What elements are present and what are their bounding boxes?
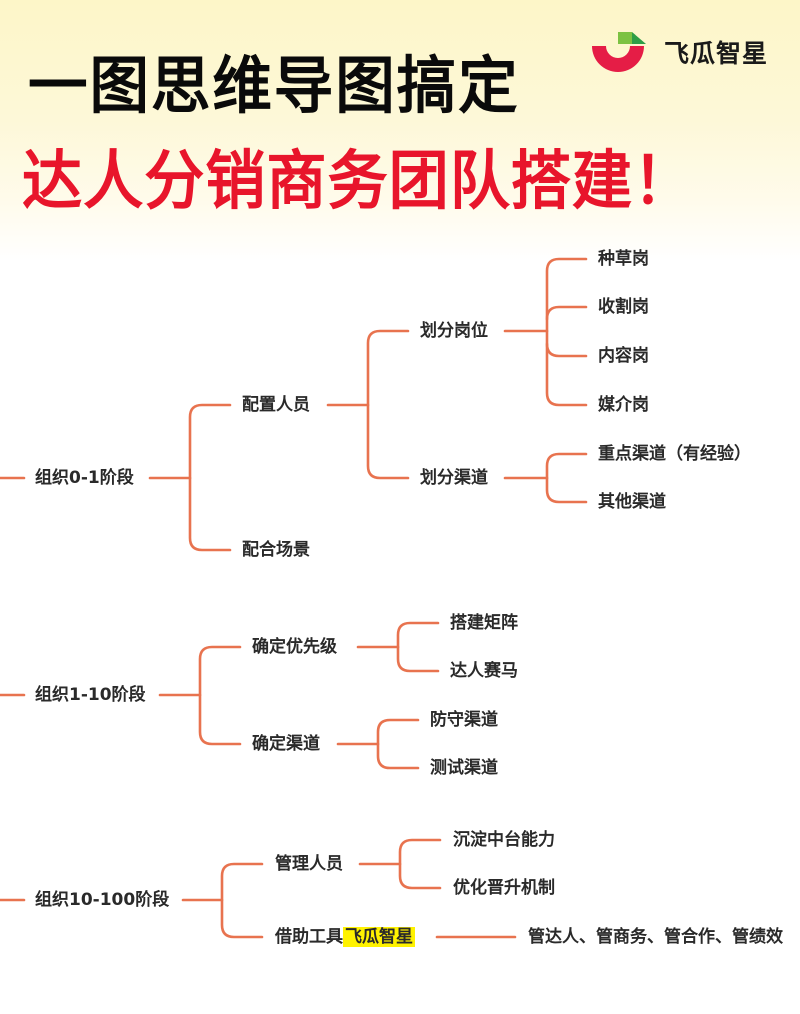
tool-node: 借助工具飞瓜智星 xyxy=(275,926,415,948)
manage-node: 管理人员 xyxy=(275,854,343,874)
logo-text: 飞瓜智星 xyxy=(664,39,769,68)
leaf-node: 媒介岗 xyxy=(598,395,649,415)
headline-subtitle: 达人分销商务团队搭建！ xyxy=(22,145,695,219)
leaf-node: 管达人、管商务、管合作、管绩效 xyxy=(528,927,783,947)
leaf-node: 内容岗 xyxy=(598,346,649,366)
tool-label-highlight: 飞瓜智星 xyxy=(343,927,415,947)
leaf-node: 沉淀中台能力 xyxy=(453,830,555,850)
brand-logo: 飞瓜智星 xyxy=(588,28,768,76)
stage3-node: 组织10-100阶段 xyxy=(35,890,170,910)
leaf-node: 测试渠道 xyxy=(430,758,498,778)
headline-title: 一图思维导图搞定 xyxy=(28,49,520,122)
leaf-node: 收割岗 xyxy=(598,297,649,317)
channels-node: 划分渠道 xyxy=(420,468,488,488)
feigua-logo-icon xyxy=(592,32,646,72)
leaf-node: 达人赛马 xyxy=(450,661,518,681)
leaf-node: 其他渠道 xyxy=(598,492,666,512)
channel-node: 确定渠道 xyxy=(252,734,320,754)
tool-label-prefix: 借助工具 xyxy=(275,927,343,947)
stage2-node: 组织1-10阶段 xyxy=(35,685,146,705)
positions-node: 划分岗位 xyxy=(420,321,488,341)
scenario-node: 配合场景 xyxy=(242,540,310,560)
stage1-node: 组织0-1阶段 xyxy=(35,468,134,488)
staffing-node: 配置人员 xyxy=(242,395,310,415)
leaf-node: 防守渠道 xyxy=(430,710,498,730)
leaf-node: 种草岗 xyxy=(598,249,649,269)
leaf-node: 重点渠道（有经验） xyxy=(598,444,751,464)
leaf-node: 搭建矩阵 xyxy=(450,613,518,633)
priority-node: 确定优先级 xyxy=(252,637,337,657)
leaf-node: 优化晋升机制 xyxy=(453,878,555,898)
